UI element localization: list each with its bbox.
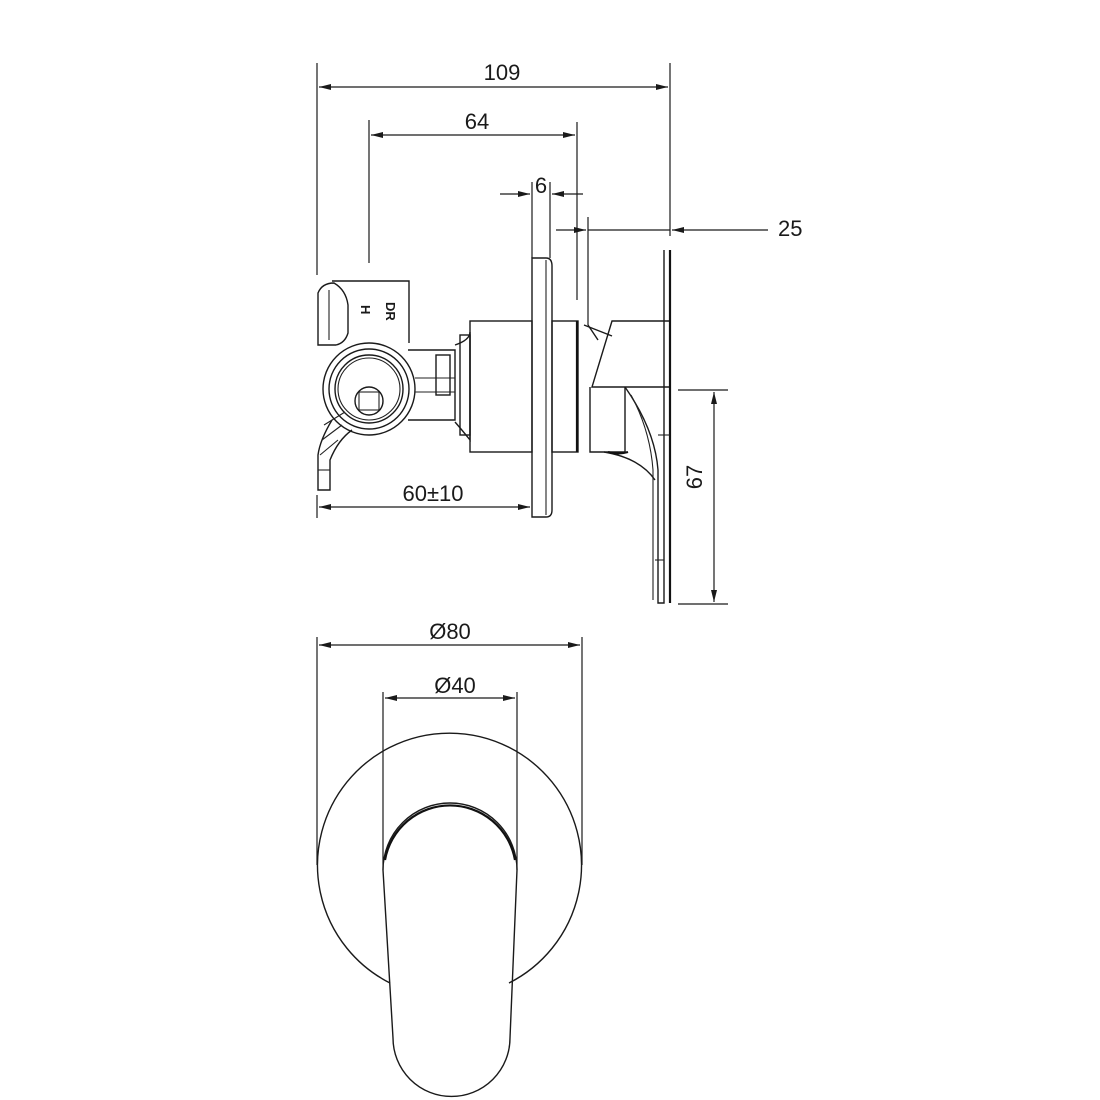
dimension-label-d40: Ø40 — [434, 673, 476, 698]
dimension-plate-thickness: 6 — [500, 173, 583, 258]
cover-plate-side — [531, 257, 579, 518]
dimension-label-60-10: 60±10 — [402, 481, 463, 506]
lever-side — [583, 250, 672, 604]
dimension-label-64: 64 — [465, 109, 489, 134]
lever-top-edge — [383, 804, 517, 861]
dimension-label-67: 67 — [682, 465, 707, 489]
marking-dr: DR — [383, 302, 398, 321]
side-view: 109 64 6 25 — [316, 60, 802, 605]
marking-h: H — [358, 305, 373, 314]
valve-sleeve — [459, 320, 533, 453]
dimension-label-d80: Ø80 — [429, 619, 471, 644]
dimension-body-depth: 64 — [368, 109, 578, 300]
dimension-lever-height: 67 — [678, 389, 728, 605]
dimension-lever-width: Ø40 — [382, 673, 518, 870]
front-view: Ø80 Ø40 — [316, 619, 583, 1098]
dimension-plate-diameter: Ø80 — [316, 619, 583, 865]
dimension-label-6: 6 — [535, 173, 547, 198]
dimension-install-depth: 60±10 — [316, 481, 530, 518]
dimension-label-25: 25 — [778, 216, 802, 241]
cover-plate-front — [316, 732, 583, 984]
dimension-wall-gap: 25 — [556, 216, 802, 325]
lever-front — [382, 802, 518, 1098]
dimension-label-109: 109 — [484, 60, 521, 85]
valve-body: H DR — [317, 280, 471, 491]
dimension-overall-depth: 109 — [316, 60, 671, 275]
